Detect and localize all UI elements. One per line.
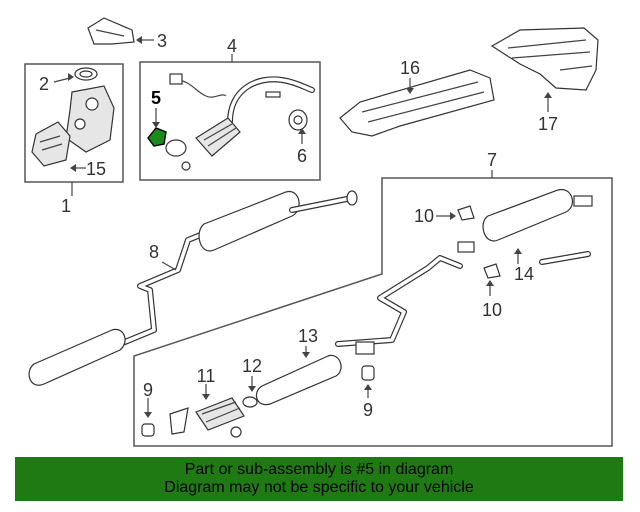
gasket-12[interactable] <box>242 396 258 408</box>
callout-1[interactable]: 1 <box>61 196 71 216</box>
callout-10b[interactable]: 10 <box>482 300 502 320</box>
callout-9a[interactable]: 9 <box>143 380 153 400</box>
callout-6[interactable]: 6 <box>297 146 307 166</box>
callout-7[interactable]: 7 <box>487 150 497 170</box>
group-7-frame <box>133 177 613 447</box>
callout-4[interactable]: 4 <box>227 36 237 56</box>
group-4-frame <box>139 61 321 181</box>
isolator-9a[interactable] <box>141 423 155 437</box>
converter-11[interactable] <box>195 397 245 431</box>
footer-line-2: Diagram may not be specific to your vehi… <box>164 479 474 496</box>
callout-11[interactable]: 11 <box>197 366 216 386</box>
callout-8[interactable]: 8 <box>149 242 159 262</box>
footer-line-1: Part or sub-assembly is #5 in diagram <box>184 461 454 478</box>
callout-labels: 1 2 3 4 5 6 7 8 9 9 10 10 11 12 13 14 15… <box>39 31 558 420</box>
callout-5[interactable]: 5 <box>151 88 161 108</box>
callout-17[interactable]: 17 <box>538 114 558 134</box>
resonator-13[interactable] <box>255 354 342 406</box>
callout-13[interactable]: 13 <box>298 326 318 346</box>
isolator-9b[interactable] <box>361 365 375 381</box>
hanger-10b[interactable] <box>483 263 501 279</box>
exhaust-pipe-8[interactable] <box>28 190 358 386</box>
group-4-converter[interactable] <box>139 61 321 181</box>
group-1-frame <box>24 63 124 183</box>
heat-shield-15[interactable] <box>31 121 71 167</box>
catalytic-converter[interactable] <box>195 117 241 157</box>
oxygen-sensor-part-5[interactable] <box>147 127 167 147</box>
callout-2[interactable]: 2 <box>39 74 49 94</box>
callout-12[interactable]: 12 <box>242 356 262 376</box>
front-resonator[interactable] <box>28 328 126 386</box>
callout-9b[interactable]: 9 <box>363 400 373 420</box>
group-1-manifold[interactable] <box>24 63 124 183</box>
rear-muffler-7[interactable] <box>482 188 574 242</box>
group-7-exhaust-system[interactable] <box>133 177 613 447</box>
callout-leaders <box>53 36 552 418</box>
rear-muffler-8[interactable] <box>198 191 300 252</box>
callout-15[interactable]: 15 <box>86 159 106 179</box>
exhaust-parts-diagram: 1 2 3 4 5 6 7 8 9 9 10 10 11 12 13 14 15… <box>24 17 613 447</box>
callout-3[interactable]: 3 <box>157 31 167 51</box>
callout-14[interactable]: 14 <box>514 264 534 284</box>
exhaust-manifold[interactable] <box>65 85 115 153</box>
hanger-10a[interactable] <box>457 205 475 221</box>
heat-shield-17[interactable] <box>490 27 599 91</box>
heat-shield-16[interactable] <box>339 69 495 137</box>
bracket-3[interactable] <box>87 17 135 45</box>
callout-16[interactable]: 16 <box>400 58 420 78</box>
callout-10a[interactable]: 10 <box>414 206 434 226</box>
diagram-disclaimer-banner: Part or sub-assembly is #5 in diagram Di… <box>15 457 623 501</box>
